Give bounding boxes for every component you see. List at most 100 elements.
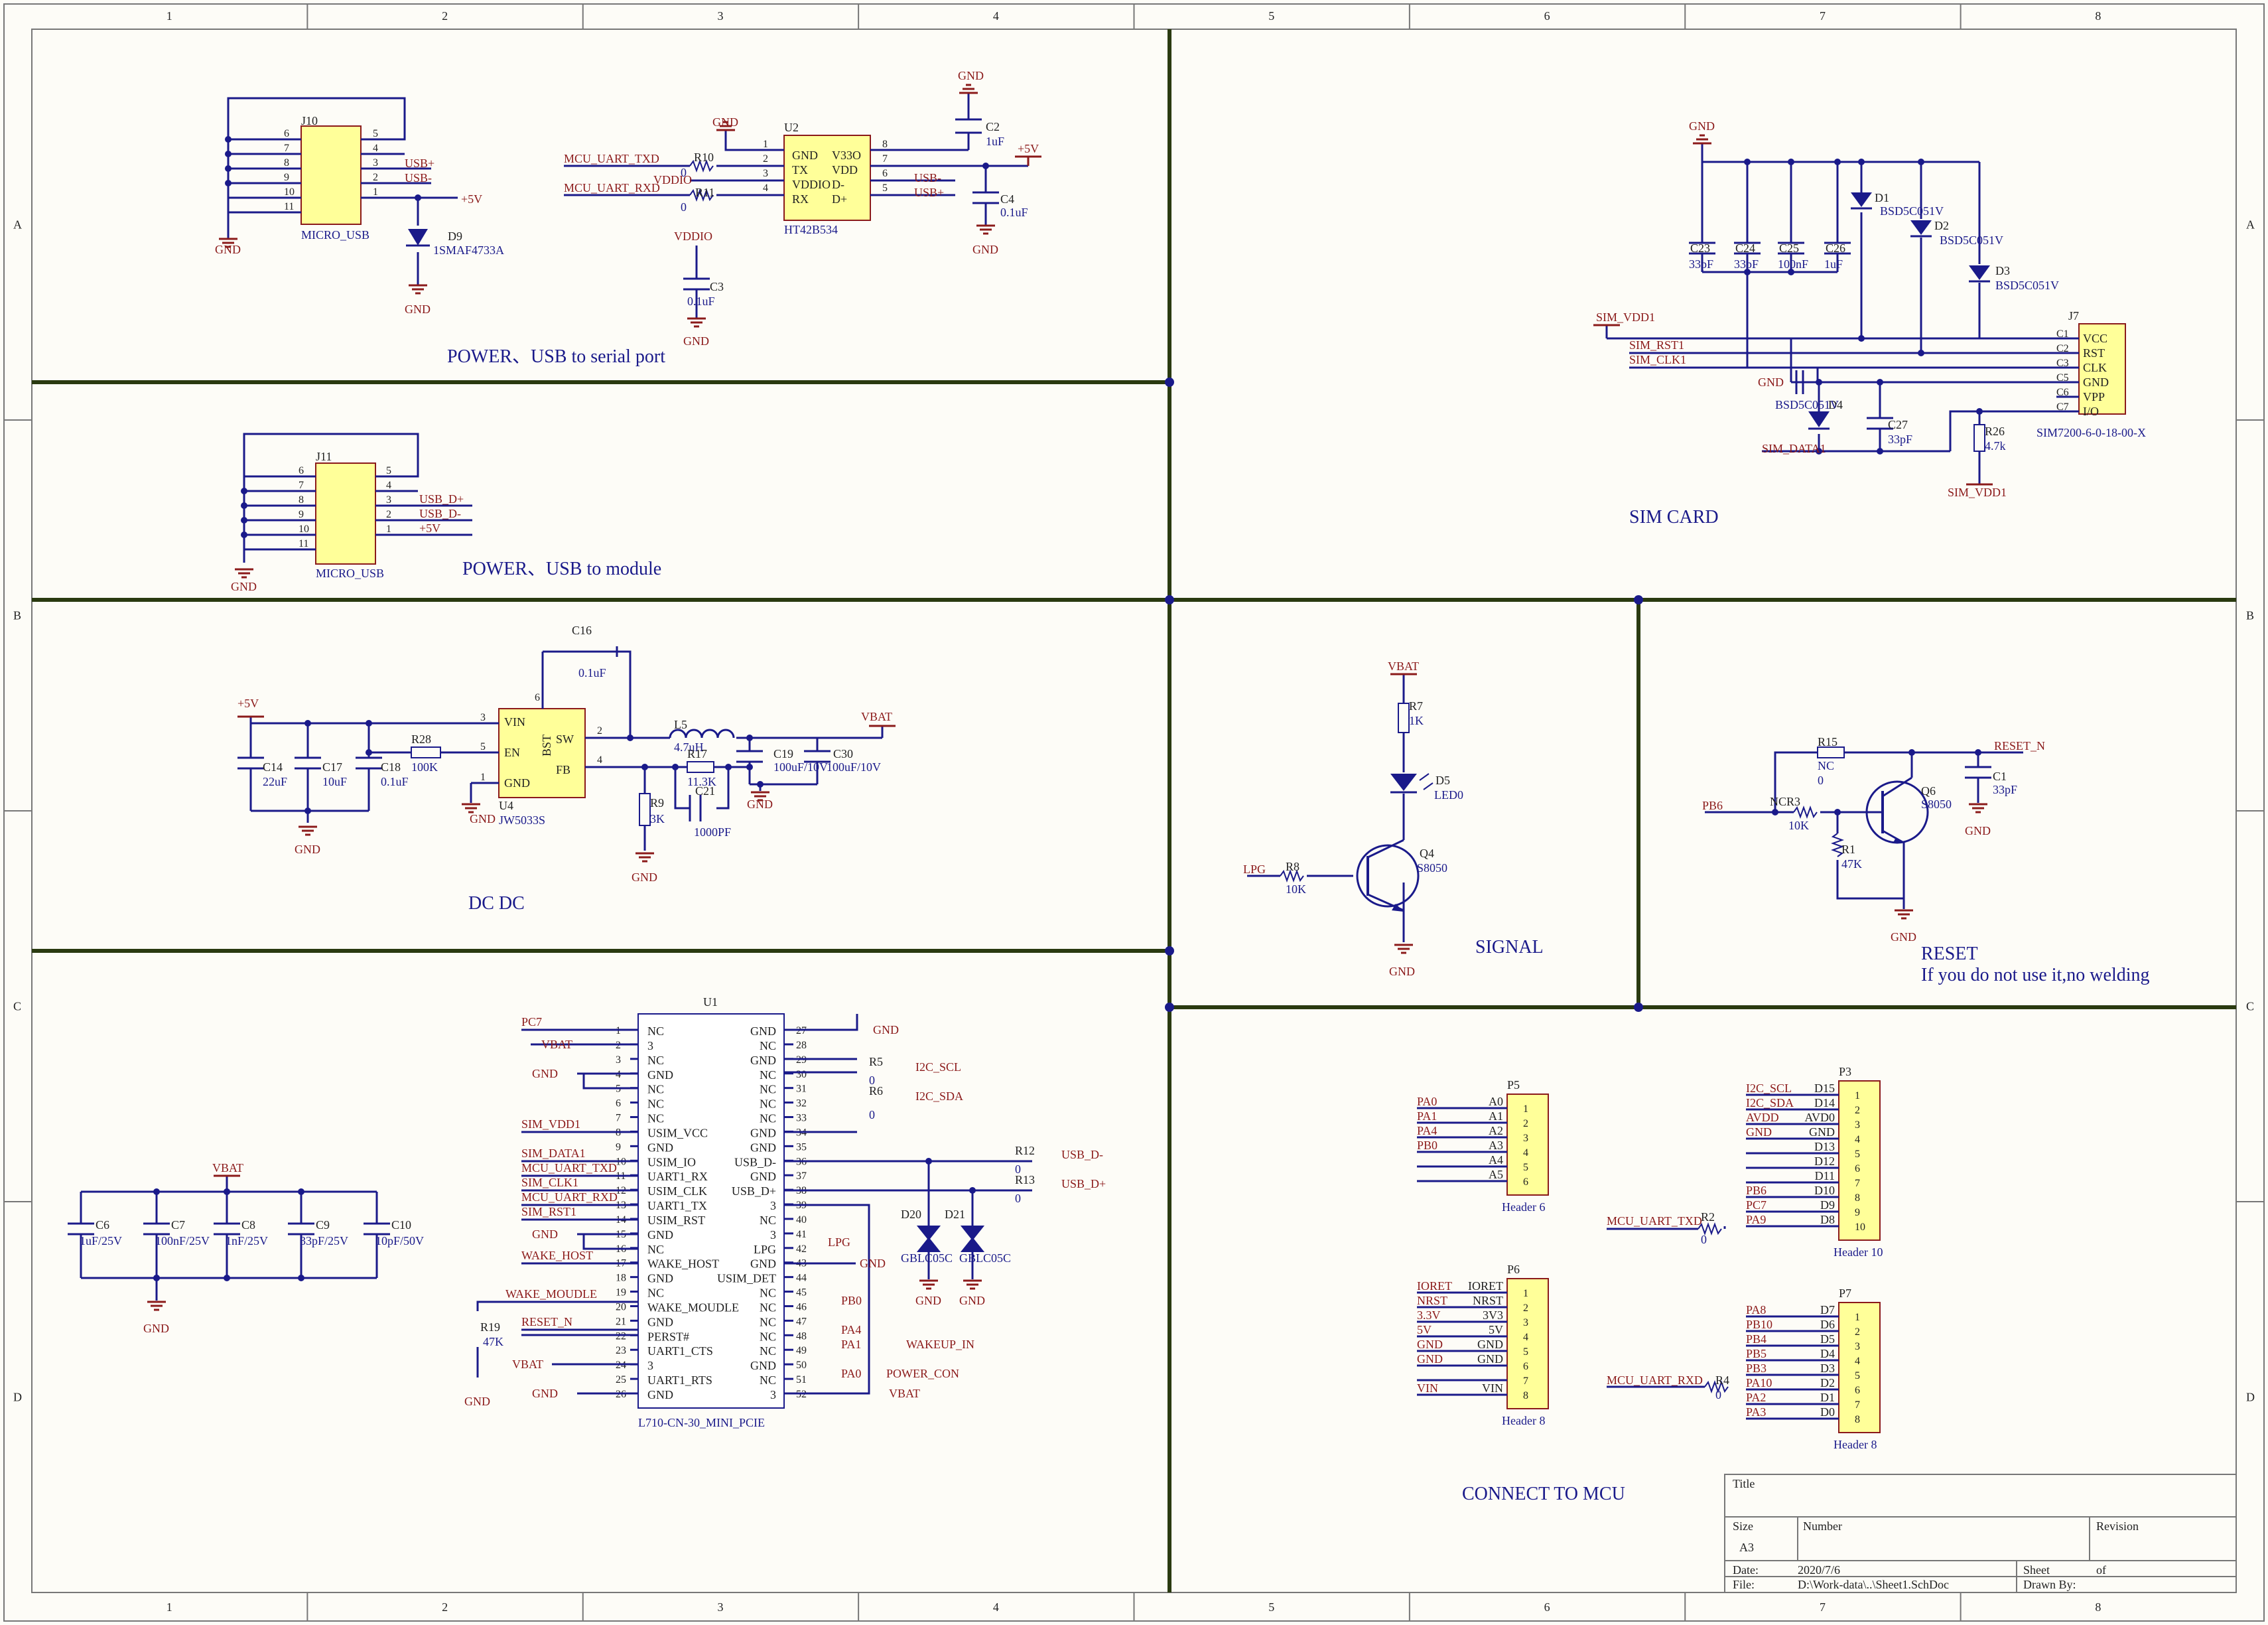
c30-ref: C30 (833, 747, 853, 760)
j7-pin-name: I/O (2083, 405, 2099, 418)
u1-pin-name: NC (760, 1112, 776, 1125)
u1-net-pc7: PC7 (521, 1015, 542, 1028)
u4-pin-name: SW (556, 733, 574, 746)
capbank-cap-val: 1nF/25V (226, 1234, 268, 1247)
u2-chip[interactable] (564, 84, 1041, 328)
j11-connector[interactable] (233, 433, 472, 579)
u1-pin-name: NC (760, 1068, 776, 1082)
p6-pin-label: IORET (1468, 1279, 1503, 1293)
u1-pin-name: NC (760, 1344, 776, 1358)
j11-pin-right: 5 (386, 465, 391, 476)
u4-pin-num: 4 (597, 754, 602, 766)
u1-net-usbdm: USB_D- (1061, 1148, 1103, 1161)
c14-ref: C14 (263, 760, 283, 774)
c1-gnd: GND (1965, 824, 1991, 837)
u1-pin-name: UART1_TX (647, 1199, 707, 1212)
p3-name: Header 10 (1834, 1245, 1883, 1259)
u1-pin-name: NC (647, 1083, 664, 1096)
u1-pin-num: 48 (796, 1330, 807, 1342)
r1-ref: R1 (1841, 843, 1855, 856)
r8-val: 10K (1286, 883, 1306, 896)
p7-pin-num: 3 (1855, 1341, 1860, 1352)
r28-val: 100K (411, 760, 438, 774)
section-dividers (32, 29, 2236, 1592)
signal-led-circuit[interactable] (1247, 673, 1434, 954)
j11-name: MICRO_USB (316, 567, 384, 580)
j10-name: MICRO_USB (301, 228, 369, 242)
p5-pin-num: 6 (1523, 1176, 1528, 1188)
j11-pin-right: 2 (386, 509, 391, 520)
u1-pin-name: 3 (770, 1199, 776, 1212)
p7-net: PB5 (1746, 1347, 1767, 1360)
capbank-cap-ref: C10 (391, 1218, 411, 1232)
sim-card-circuit[interactable] (1593, 134, 2126, 486)
u2-pin-num: 7 (882, 153, 888, 165)
j11-pin-right: 4 (386, 480, 391, 491)
p5-net: PA4 (1417, 1124, 1437, 1137)
p3-ref: P3 (1839, 1065, 1851, 1078)
u1-pin-num: 37 (796, 1170, 807, 1182)
p6-pin-label: NRST (1473, 1294, 1503, 1307)
frame-row-right: D (2246, 1391, 2255, 1404)
u1-pin-num: 42 (796, 1243, 807, 1255)
u1-pin-num: 46 (796, 1301, 807, 1312)
u1-pin-name: USIM_DET (717, 1272, 776, 1285)
sim-cap-ref: C26 (1826, 242, 1845, 255)
p3-net: PA9 (1746, 1213, 1766, 1226)
tb-file: D:\Work-data\..\Sheet1.SchDoc (1798, 1578, 1949, 1591)
c16-ref: C16 (572, 624, 592, 637)
u2-net-rxd: MCU_UART_RXD (564, 181, 660, 194)
vbat-cap-bank[interactable]: C61uF/25VC7100nF/25VC81nF/25VC933pF/25VC… (68, 1174, 424, 1311)
r19-ref: R19 (480, 1320, 500, 1334)
reset-circuit[interactable] (1705, 746, 2023, 920)
u2-pin-num: 6 (882, 168, 888, 179)
c4-val: 0.1uF (1000, 206, 1028, 219)
r4-val: 0 (1715, 1388, 1721, 1401)
j7-ref: J7 (2068, 309, 2079, 322)
u1-pin-num: 18 (616, 1273, 626, 1284)
u1-net-lpg: LPG (828, 1236, 850, 1249)
u2-pin-num: 1 (763, 139, 768, 150)
u1-pin-num: 19 (616, 1287, 626, 1299)
j11-net-usbdm: USB_D- (419, 507, 461, 520)
u1-pin-name: NC (760, 1083, 776, 1096)
u2-pin-name: RX (792, 192, 809, 206)
p6-net: GND (1417, 1338, 1443, 1351)
u1-ref: U1 (703, 995, 718, 1009)
u1-pin-num: 35 (796, 1141, 807, 1153)
c30-val: 100uF/10V (827, 760, 881, 774)
p6-pin-label: GND (1477, 1352, 1503, 1366)
u2-name: HT42B534 (784, 223, 838, 236)
p6-pin-label: 3V3 (1483, 1308, 1503, 1322)
frame-col-bottom: 1 (167, 1600, 172, 1614)
sim-cap-ref: C25 (1779, 242, 1799, 255)
p7-pin-num: 4 (1855, 1356, 1860, 1367)
p5-pin-label: A1 (1489, 1109, 1503, 1123)
u1-net-gnd3: GND (532, 1387, 558, 1400)
j7-pin-num: C7 (2056, 401, 2069, 413)
u1-pin-name: GND (750, 1141, 776, 1154)
u1-pin-name: NC (760, 1374, 776, 1387)
j10-pin-right: 5 (373, 128, 378, 139)
p6-name: Header 8 (1502, 1414, 1545, 1427)
u1-pin-name: 3 (647, 1039, 653, 1052)
p3-pin-num: 1 (1855, 1090, 1860, 1101)
u1-pin-num: 3 (616, 1054, 621, 1066)
l5-val: 4.7uH (674, 741, 704, 754)
r26-val: 4.7k (1985, 439, 2006, 453)
j10-connector[interactable] (218, 97, 458, 295)
j10-pin-left: 10 (284, 186, 295, 198)
u1-net-wakeup: WAKEUP_IN (906, 1338, 974, 1351)
c2-val: 1uF (986, 135, 1004, 148)
u1-pin-num: 50 (796, 1360, 807, 1371)
j10-pin-right: 3 (373, 157, 378, 169)
dcdc-circuit[interactable] (237, 646, 896, 863)
